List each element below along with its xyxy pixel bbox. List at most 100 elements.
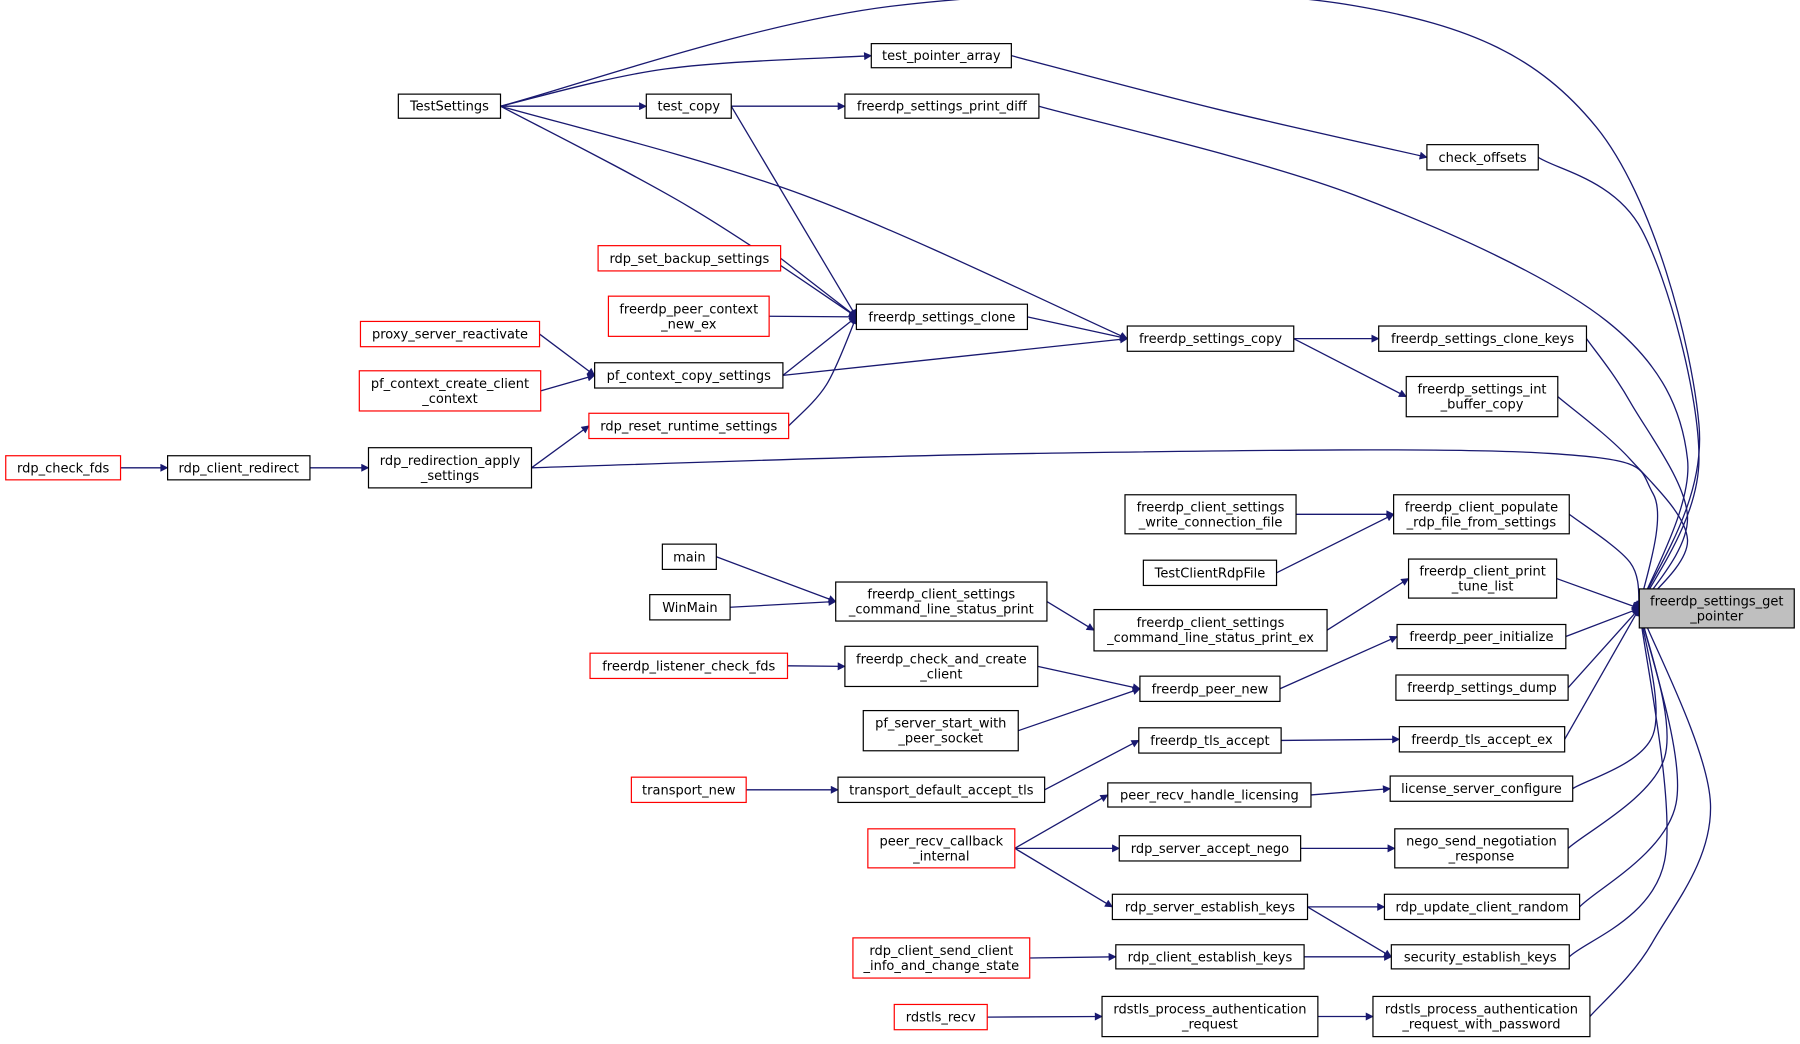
node-rdstls-process-authentication-request[interactable]: rdstls_process_authentication_request	[1101, 995, 1319, 1038]
node-label: _command_line_status_print	[848, 603, 1034, 618]
edge-rdp-set-backup-settings-to-freerdp-settings-clone	[780, 257, 858, 318]
node-testclientrdpfile[interactable]: TestClientRdpFile	[1142, 559, 1278, 587]
node-label: freerdp_client_settings	[867, 588, 1015, 603]
node-freerdp-tls-accept-ex[interactable]: freerdp_tls_accept_ex	[1398, 726, 1566, 753]
edge-layer	[120, 0, 1712, 1021]
node-rdp-update-client-random[interactable]: rdp_update_client_random	[1383, 893, 1581, 921]
node-label: rdp_server_accept_nego	[1131, 842, 1289, 857]
node-rdp-reset-runtime-settings[interactable]: rdp_reset_runtime_settings	[588, 412, 790, 440]
node-pf-context-create-client-context[interactable]: pf_context_create_client_context	[358, 370, 542, 412]
edge-winmain-to-freerdp-client-settings-command-line-status-print	[730, 597, 837, 608]
node-box	[1111, 893, 1309, 921]
node-nego-send-negotiation-response[interactable]: nego_send_negotiation_response	[1394, 828, 1569, 869]
node-box	[1638, 588, 1795, 629]
node-check-offsets[interactable]: check_offsets	[1426, 144, 1539, 171]
node-freerdp-check-and-create-client[interactable]: freerdp_check_and_create_client	[844, 645, 1039, 688]
edge-arrow	[1037, 665, 1141, 692]
node-label: _write_connection_file	[1138, 515, 1283, 530]
edge-arrow	[539, 333, 596, 376]
node-box	[1372, 995, 1591, 1038]
node-transport-default-accept-tls[interactable]: transport_default_accept_tls	[837, 776, 1046, 804]
node-freerdp-settings-dump[interactable]: freerdp_settings_dump	[1395, 674, 1569, 701]
node-rdp-redirection-apply-settings[interactable]: rdp_redirection_apply_settings	[367, 447, 533, 489]
node-label: security_establish_keys	[1404, 950, 1557, 965]
node-box	[1389, 775, 1574, 802]
node-freerdp-listener-check-fds[interactable]: freerdp_listener_check_fds	[589, 652, 789, 680]
node-label: rdstls_recv	[906, 1011, 976, 1026]
edge-arrow	[1011, 55, 1428, 160]
node-label: _pointer	[1689, 609, 1744, 624]
node-rdp-client-send-client-info-and-change-state[interactable]: rdp_client_send_client_info_and_change_s…	[852, 937, 1031, 979]
node-label: rdp_check_fds	[17, 461, 110, 476]
edge-arrow	[500, 0, 1701, 610]
edge-freerdp-settings-int-buffer-copy-to-target	[1557, 396, 1689, 610]
edge-arrow	[1310, 785, 1391, 796]
node-winmain[interactable]: WinMain	[649, 594, 731, 621]
node-freerdp-peer-context-new-ex[interactable]: freerdp_peer_context_new_ex	[607, 295, 770, 337]
edge-arrow	[1276, 513, 1395, 574]
node-target[interactable]: freerdp_settings_get_pointer	[1638, 588, 1795, 629]
node-label: rdp_client_redirect	[178, 461, 299, 476]
node-rdstls-recv[interactable]: rdstls_recv	[893, 1003, 988, 1031]
node-test-pointer-array[interactable]: test_pointer_array	[870, 43, 1012, 69]
edge-arrow	[1326, 578, 1410, 631]
node-label: TestClientRdpFile	[1154, 566, 1266, 581]
node-label: _new_ex	[660, 317, 717, 332]
node-freerdp-settings-clone[interactable]: freerdp_settings_clone	[855, 303, 1029, 331]
node-freerdp-client-settings-command-line-status-print-ex[interactable]: freerdp_client_settings_command_line_sta…	[1093, 608, 1328, 652]
node-rdp-client-establish-keys[interactable]: rdp_client_establish_keys	[1115, 944, 1305, 970]
node-peer-recv-handle-licensing[interactable]: peer_recv_handle_licensing	[1107, 782, 1312, 808]
node-freerdp-settings-clone-keys[interactable]: freerdp_settings_clone_keys	[1378, 325, 1588, 352]
node-freerdp-client-print-tune-list[interactable]: freerdp_client_print_tune_list	[1407, 558, 1558, 599]
node-rdp-server-accept-nego[interactable]: rdp_server_accept_nego	[1118, 835, 1302, 862]
node-license-server-configure[interactable]: license_server_configure	[1389, 775, 1574, 802]
node-label: transport_default_accept_tls	[849, 783, 1034, 798]
node-box	[844, 93, 1040, 119]
node-main[interactable]: main	[661, 543, 717, 570]
edge-pf-server-start-with-peer-socket-to-freerdp-peer-new	[1018, 687, 1141, 732]
node-pf-server-start-with-peer-socket[interactable]: pf_server_start_with_peer_socket	[862, 709, 1019, 752]
node-freerdp-peer-new[interactable]: freerdp_peer_new	[1139, 675, 1281, 703]
node-label: rdp_reset_runtime_settings	[600, 419, 777, 434]
node-freerdp-settings-int-buffer-copy[interactable]: freerdp_settings_int_buffer_copy	[1405, 375, 1559, 418]
node-box	[1383, 893, 1581, 921]
node-freerdp-tls-accept[interactable]: freerdp_tls_accept	[1138, 727, 1282, 754]
node-rdstls-process-authentication-request-with-password[interactable]: rdstls_process_authentication_request_wi…	[1372, 995, 1591, 1038]
node-rdp-check-fds[interactable]: rdp_check_fds	[5, 455, 122, 481]
edge-arrow	[780, 257, 858, 318]
node-label: rdp_redirection_apply	[380, 454, 521, 469]
edge-transport-default-accept-tls-to-freerdp-tls-accept	[1044, 739, 1140, 791]
node-rdp-set-backup-settings[interactable]: rdp_set_backup_settings	[597, 245, 782, 272]
edge-nego-send-negotiation-response-to-target	[1567, 607, 1668, 849]
node-label: freerdp_peer_context	[619, 302, 758, 317]
node-label: freerdp_settings_print_diff	[857, 100, 1028, 115]
edge-arrow	[1281, 735, 1401, 744]
node-freerdp-client-settings-write-connection-file[interactable]: freerdp_client_settings_write_connection…	[1124, 494, 1297, 535]
node-box	[661, 543, 717, 570]
node-box	[1124, 494, 1297, 535]
edge-arrow	[1537, 156, 1700, 610]
node-peer-recv-callback-internal[interactable]: peer_recv_callback_internal	[867, 828, 1016, 869]
edge-test-pointer-array-to-check-offsets	[1011, 55, 1428, 160]
node-testsettings[interactable]: TestSettings	[397, 93, 502, 119]
node-box	[397, 93, 502, 119]
node-box	[862, 709, 1019, 752]
node-box	[167, 455, 311, 481]
node-label: _request	[1181, 1018, 1238, 1033]
edge-arrow	[1568, 513, 1642, 610]
node-rdp-client-redirect[interactable]: rdp_client_redirect	[167, 455, 311, 481]
node-rdp-server-establish-keys[interactable]: rdp_server_establish_keys	[1111, 893, 1309, 921]
node-proxy-server-reactivate[interactable]: proxy_server_reactivate	[359, 320, 541, 348]
edge-rdp-server-establish-keys-to-security-establish-keys	[1307, 906, 1393, 958]
node-pf-context-copy-settings[interactable]: pf_context_copy_settings	[594, 362, 784, 389]
node-transport-new[interactable]: transport_new	[630, 776, 747, 804]
node-test-copy[interactable]: test_copy	[645, 93, 732, 119]
node-freerdp-client-populate-rdp-file-from-settings[interactable]: freerdp_client_populate_rdp_file_from_se…	[1393, 494, 1570, 535]
node-freerdp-settings-copy[interactable]: freerdp_settings_copy	[1126, 325, 1295, 352]
node-label: freerdp_tls_accept_ex	[1411, 733, 1553, 748]
node-freerdp-settings-print-diff[interactable]: freerdp_settings_print_diff	[844, 93, 1040, 119]
node-freerdp-peer-initialize[interactable]: freerdp_peer_initialize	[1396, 623, 1567, 650]
node-security-establish-keys[interactable]: security_establish_keys	[1390, 944, 1570, 970]
node-freerdp-client-settings-command-line-status-print[interactable]: freerdp_client_settings_command_line_sta…	[835, 581, 1048, 622]
